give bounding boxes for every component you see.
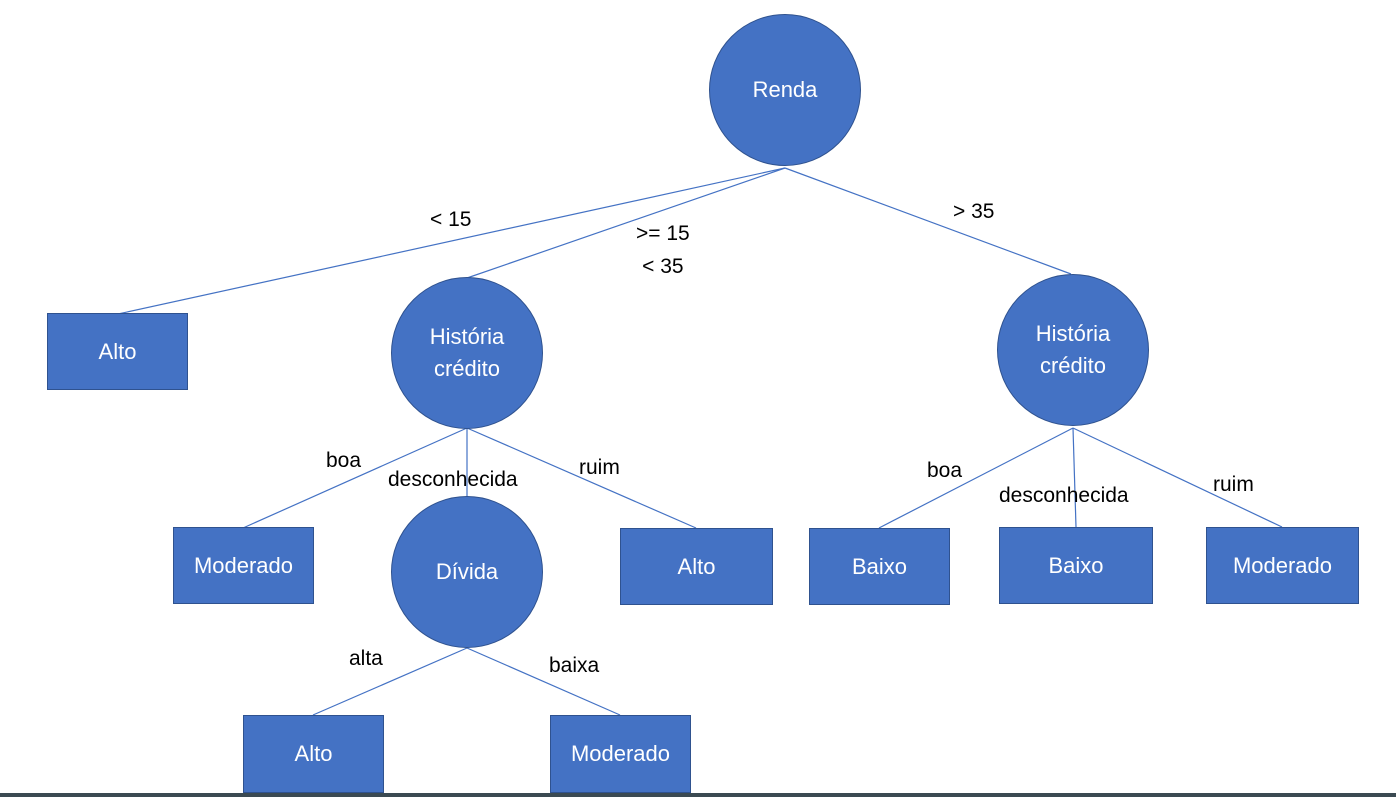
leaf-baixo-desconhecida: Baixo xyxy=(999,527,1153,604)
node-historia-credito-mid: História crédito xyxy=(391,277,543,429)
edge-renda-historia-mid xyxy=(466,167,786,279)
leaf-alto-ruim-label: Alto xyxy=(677,553,716,579)
edge-divida-alto xyxy=(312,647,468,716)
edge-label-ge15-line2: < 35 xyxy=(642,255,684,278)
leaf-baixo-boa-label: Baixo xyxy=(851,553,908,579)
node-historia-credito-mid-label: História crédito xyxy=(430,321,505,385)
leaf-alto-ruim: Alto xyxy=(620,528,773,605)
edge-historia-right-moderado xyxy=(1072,427,1283,528)
leaf-moderado-baixa: Moderado xyxy=(550,715,691,793)
node-renda-label: Renda xyxy=(752,77,818,102)
edge-label-right-boa: boa xyxy=(927,459,963,482)
leaf-baixo-desconhecida-label: Baixo xyxy=(1048,552,1104,578)
edge-renda-historia-right xyxy=(784,167,1072,275)
edge-label-ge15-line1: >= 15 xyxy=(636,222,690,245)
edge-label-mid-ruim: ruim xyxy=(579,456,620,479)
leaf-moderado-boa-label: Moderado xyxy=(193,552,294,578)
edge-label-gt35: > 35 xyxy=(953,200,995,223)
edge-divida-moderado xyxy=(466,647,621,716)
edge-historia-right-baixo xyxy=(878,427,1074,529)
node-historia-right-line1: História xyxy=(1035,321,1111,346)
leaf-alto-lt15: Alto xyxy=(47,313,188,390)
edge-label-lt15: < 15 xyxy=(430,208,472,231)
edge-label-mid-boa: boa xyxy=(326,449,362,472)
edge-historia-right-baixo2 xyxy=(1072,427,1077,528)
leaf-alto-lt15-label: Alto xyxy=(98,338,137,364)
edge-historia-mid-alto xyxy=(466,427,697,529)
leaf-moderado-boa: Moderado xyxy=(173,527,314,604)
leaf-alto-alta-label: Alto xyxy=(294,741,333,766)
leaf-baixo-boa: Baixo xyxy=(809,528,950,605)
node-divida-label: Dívida xyxy=(435,559,499,584)
leaf-alto-alta: Alto xyxy=(243,715,384,793)
node-divida: Dívida xyxy=(391,496,543,648)
edge-renda-alto xyxy=(117,167,786,315)
node-historia-right-line2: crédito xyxy=(1039,353,1107,378)
edge-label-mid-desconhecida: desconhecida xyxy=(388,468,518,491)
node-historia-credito-right-label: História crédito xyxy=(1036,318,1111,382)
node-historia-mid-line2: crédito xyxy=(433,356,501,381)
edge-label-right-desconhecida: desconhecida xyxy=(999,484,1129,507)
edge-label-right-ruim: ruim xyxy=(1213,473,1254,496)
node-historia-credito-right: História crédito xyxy=(997,274,1149,426)
leaf-moderado-ruim-label: Moderado xyxy=(1232,552,1333,578)
node-historia-mid-line1: História xyxy=(429,324,505,349)
edge-label-ge15-lt35: >= 15 < 35 xyxy=(636,217,690,283)
node-renda: Renda xyxy=(709,14,861,166)
edge-label-alta: alta xyxy=(349,647,383,670)
leaf-moderado-baixa-label: Moderado xyxy=(570,741,671,766)
leaf-moderado-ruim: Moderado xyxy=(1206,527,1359,604)
edge-label-baixa: baixa xyxy=(549,654,600,677)
bottom-border-strip xyxy=(0,793,1396,797)
edge-historia-mid-moderado xyxy=(242,427,468,529)
